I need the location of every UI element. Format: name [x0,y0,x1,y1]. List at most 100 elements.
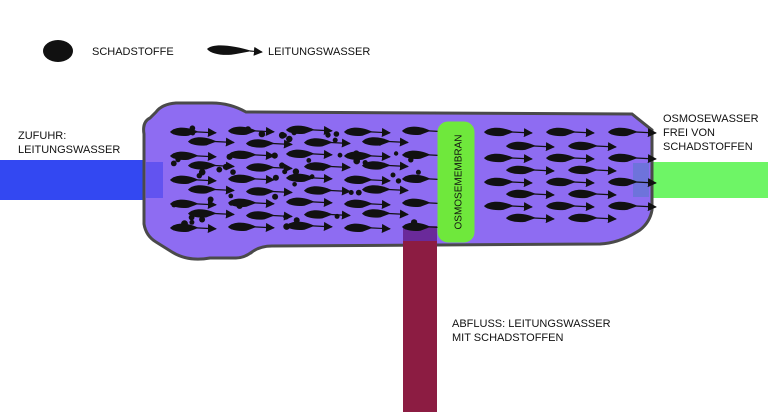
pollutant-particle [230,169,236,175]
water-flow-arrow [246,163,293,173]
water-flow-arrow [170,175,217,185]
outlet-label-line3: SCHADSTOFFEN [663,141,753,153]
water-flow-arrow [286,125,333,135]
water-flow-arrow [304,186,351,196]
water-flow-arrow [304,210,351,220]
pollutant-particle [278,131,286,139]
water-flow-arrow [286,197,333,207]
inlet-port [146,162,163,198]
water-flow-arrow [188,161,235,171]
pollutant-particle [282,169,288,175]
water-flow-arrow [246,139,293,149]
pollutant-particle [258,130,266,138]
water-flow-arrow [188,209,235,219]
pollutant-particle [279,162,285,168]
water-flow-arrow [344,223,391,233]
water-flow-arrow [362,137,409,147]
water-flow-arrow [362,161,409,171]
outlet-label-line1: OSMOSEWASSER [663,113,759,125]
pollutant-particle [170,160,177,167]
water-flow-arrow [546,153,595,164]
water-flow-arrow [170,151,217,161]
pollutant-particle [199,216,206,223]
water-flow-arrow [484,153,533,164]
pollutant-particle [272,193,279,200]
water-flow-arrow-icon [207,45,263,56]
water-flow-arrow [170,223,217,233]
pollutant-particle [292,168,300,175]
drain-label-line2: MIT SCHADSTOFFEN [452,332,563,344]
water-flow-arrow [506,213,555,224]
water-flow-arrow [170,199,217,209]
water-flow-arrow [286,149,333,159]
legend-pollutant-label: SCHADSTOFFE [92,46,174,58]
pollutant-particle [337,152,343,158]
pollutant-particle [348,190,354,195]
pollutant-particle [286,135,293,143]
pollutant-particle [207,196,214,203]
water-flow-arrow [344,199,391,209]
pollutant-particle [332,137,338,143]
pollutant-particle [415,169,421,175]
pollutant-particle [216,166,223,173]
water-flow-arrow [568,213,617,224]
water-flow-arrow [188,185,235,195]
water-flow-arrow [188,137,235,147]
water-flow-arrow [568,189,617,200]
pollutant-particle [393,151,399,156]
pollutant-particle [228,193,234,199]
pollutant-particle [395,178,402,184]
outlet-label-line2: FREI VON [663,127,715,139]
water-flow-arrow [608,177,657,188]
water-flow-arrow [568,141,617,152]
water-flow-arrow [286,173,333,183]
pollutant-particle [306,158,312,163]
pollutant-particle-icon [43,40,73,62]
pollutant-particle [222,163,229,170]
water-flow-arrow [568,165,617,176]
water-flow-arrow [484,127,533,138]
pollutant-particle [333,131,340,137]
water-flow-arrow [608,201,657,212]
drain-pipe [403,240,437,412]
inlet-label-line2: LEITUNGSWASSER [18,144,120,156]
pollutant-particle [292,182,297,187]
water-flow-arrow [362,185,409,195]
pollutant-particle [196,173,202,179]
water-flow-arrow [546,177,595,188]
drain-label-line1: ABFLUSS: LEITUNGSWASSER [452,318,611,330]
membrane-label: OSMOSEMEMBRAN [454,134,465,229]
water-flow-arrow [344,151,391,161]
water-flow-arrow [344,175,391,185]
water-flow-arrow [608,153,657,164]
water-flow-arrow [228,198,275,208]
water-flow-arrow [228,150,275,160]
water-flow-arrow [506,141,555,152]
water-flow-arrow [506,165,555,176]
water-flow-arrow [344,127,391,137]
water-flow-arrow [246,211,293,221]
water-flow-arrow [228,174,275,184]
osmosis-membrane [437,121,475,243]
water-flow-arrow [362,209,409,219]
water-flow-arrow [304,162,351,172]
legend-tap-water-label: LEITUNGSWASSER [268,46,370,58]
pollutant-particle [390,172,396,178]
water-flow-arrow [170,127,217,137]
water-flow-arrow [484,201,533,212]
water-flow-arrow [228,126,275,136]
inlet-pipe [0,160,165,200]
inlet-label-line1: ZUFUHR: [18,130,66,142]
water-flow-arrow [608,127,657,138]
water-flow-arrow [228,222,275,232]
pollutant-particle [355,189,362,196]
water-flow-arrow [506,189,555,200]
outlet-pipe [648,162,768,198]
water-flow-arrow [546,127,595,138]
water-flow-arrow [484,177,533,188]
pollutant-particle [189,219,195,225]
water-flow-arrow [286,221,333,231]
water-flow-arrow [304,138,351,148]
